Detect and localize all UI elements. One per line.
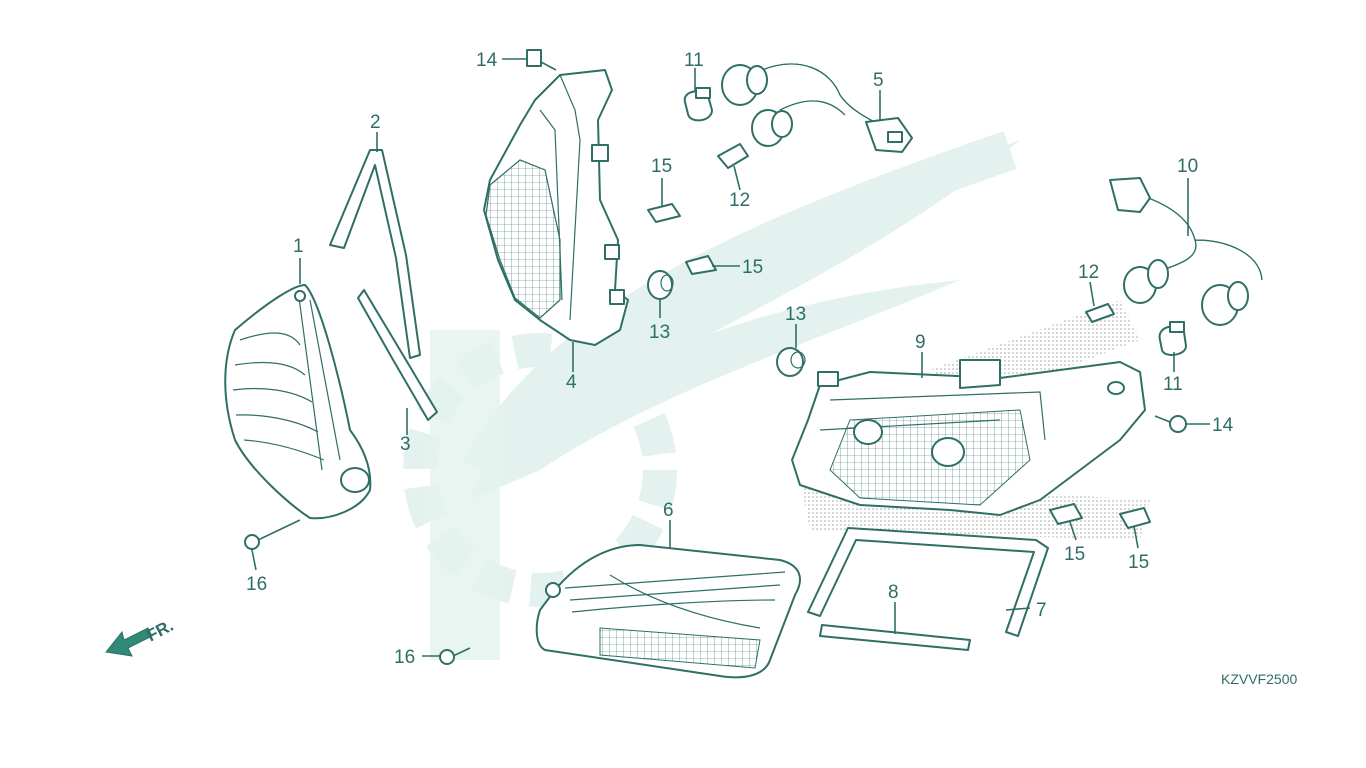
lower-seal-strip: [357, 289, 438, 421]
callout-9: 9: [915, 332, 926, 353]
callout-16-bottom: 16: [394, 647, 415, 668]
callout-7: 7: [1036, 600, 1047, 621]
lens-frame: [807, 527, 1049, 637]
callout-10: 10: [1177, 156, 1198, 177]
callout-14-right: 14: [1212, 415, 1234, 436]
front-label: FR.: [143, 616, 176, 646]
callout-13-left: 13: [649, 322, 670, 343]
callout-2: 2: [370, 112, 381, 133]
rear-lower-lens: [535, 544, 801, 679]
bulb-11-right: [1158, 321, 1187, 356]
upper-seal: [329, 149, 421, 359]
callout-15-b: 15: [742, 257, 763, 278]
callout-12-right: 12: [1078, 262, 1099, 283]
leader-lines: [251, 58, 1210, 657]
clip-15-a: [647, 203, 681, 223]
callout-4: 4: [566, 372, 577, 393]
diagram-code: KZVVF2500: [1221, 671, 1297, 687]
grommet-13-left: [647, 270, 674, 300]
callout-13-right: 13: [785, 304, 806, 325]
bulb-11-left: [683, 87, 713, 122]
callout-8: 8: [888, 582, 899, 603]
bottom-strip: [819, 624, 971, 651]
screw-16-left: [244, 519, 301, 550]
callout-16-left: 16: [246, 574, 267, 595]
callout-12-left: 12: [729, 190, 750, 211]
front-arrow-icon: [105, 627, 153, 657]
callout-15-a: 15: [651, 156, 672, 177]
left-socket-harness: [721, 63, 913, 153]
callout-3: 3: [400, 434, 411, 455]
callout-15-d: 15: [1128, 552, 1149, 573]
front-direction-indicator: FR.: [105, 616, 177, 657]
callout-labels: 1 2 3 4 5 6 7 8 9 10 11 11 12 12 13 13 1…: [246, 50, 1234, 668]
callout-11-right: 11: [1163, 374, 1183, 395]
left-front-lens: [224, 284, 372, 520]
callout-5: 5: [873, 70, 884, 91]
callout-15-c: 15: [1064, 544, 1085, 565]
callout-1: 1: [293, 236, 304, 257]
clip-15-d: [1119, 507, 1151, 529]
bulb-12-left: [717, 143, 749, 169]
callout-6: 6: [663, 500, 674, 521]
screw-14-left: [526, 49, 557, 71]
grommet-13-right: [776, 347, 806, 377]
callout-14-left: 14: [476, 50, 498, 71]
right-socket-harness: [1109, 177, 1263, 326]
right-lamp-housing: [791, 359, 1146, 516]
clip-15-c: [1049, 503, 1083, 525]
screw-16-bottom: [439, 647, 471, 665]
clip-15-b: [685, 255, 717, 275]
left-lamp-housing: [483, 69, 629, 346]
bulb-12-right: [1085, 303, 1115, 323]
callout-11-left: 11: [684, 50, 704, 71]
screw-14-right: [1154, 415, 1187, 433]
